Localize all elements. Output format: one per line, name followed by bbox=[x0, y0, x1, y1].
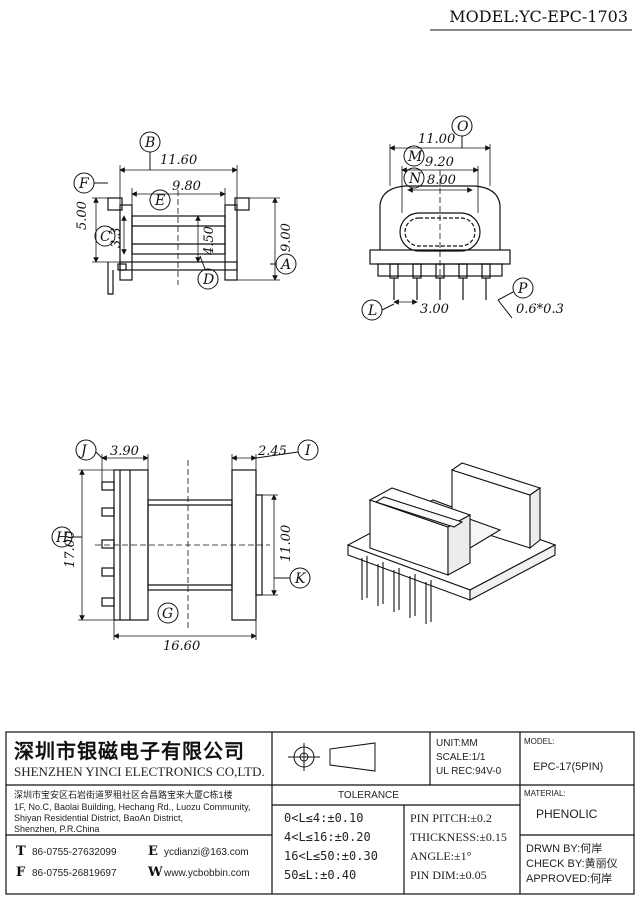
dim-c: 3.3 bbox=[109, 227, 124, 248]
address-en-1: 1F, No.C, Baolai Building, Hechang Rd., … bbox=[14, 802, 250, 812]
dim-e: 9.80 bbox=[172, 179, 201, 194]
bubble-j: J bbox=[78, 443, 88, 459]
front-bubbles bbox=[73, 131, 297, 290]
ul-label: UL REC:94V-0 bbox=[436, 766, 502, 777]
bubble-f: F bbox=[78, 176, 90, 192]
bubble-k: K bbox=[294, 571, 307, 587]
spec-pin-dim: PIN DIM:±0.05 bbox=[410, 868, 487, 882]
fax-value: 86-0755-26819697 bbox=[32, 868, 117, 879]
address-en-3: Shenzhen, P.R.China bbox=[14, 824, 99, 834]
dim-b: 11.60 bbox=[160, 153, 197, 168]
bubble-i: I bbox=[304, 443, 311, 459]
email-key: E bbox=[148, 844, 158, 859]
dim-l: 3.00 bbox=[420, 302, 449, 317]
bubble-l: L bbox=[367, 303, 377, 319]
material-value: PHENOLIC bbox=[536, 807, 598, 821]
company-name-cn: 深圳市银磁电子有限公司 bbox=[14, 739, 245, 763]
bubble-o: O bbox=[457, 119, 469, 135]
tolerance-4: 50≤L:±0.40 bbox=[284, 868, 356, 882]
dim-f: 5.00 bbox=[75, 201, 90, 230]
address-cn: 深圳市宝安区石岩街道罗租社区合昌路宝来大厦C栋1楼 bbox=[14, 789, 233, 800]
dim-a: 9.00 bbox=[279, 223, 294, 252]
dim-o: 11.00 bbox=[418, 132, 455, 147]
side-bubbles bbox=[361, 115, 534, 321]
model-value: EPC-17(5PIN) bbox=[533, 761, 603, 773]
bubble-p: P bbox=[517, 281, 528, 297]
model-label: MODEL: bbox=[524, 737, 555, 746]
bubble-m: M bbox=[407, 149, 423, 165]
model-header: MODEL:YC-EPC-1703 bbox=[449, 7, 628, 26]
side-view-dimensions bbox=[389, 144, 491, 305]
bubble-e: E bbox=[154, 193, 165, 209]
dim-h: 17.00 bbox=[63, 531, 78, 568]
isometric-view bbox=[346, 462, 557, 624]
address-en-2: Shiyan Residential District, BaoAn Distr… bbox=[14, 813, 183, 823]
bubble-d: D bbox=[202, 272, 214, 288]
company-name-en: SHENZHEN YINCI ELECTRONICS CO,LTD. bbox=[14, 764, 265, 779]
tolerance-2: 4<L≤16:±0.20 bbox=[284, 830, 371, 844]
tolerance-1: 0<L≤4:±0.10 bbox=[284, 811, 363, 825]
projection-symbol-icon bbox=[288, 742, 376, 772]
dim-d: 4.50 bbox=[202, 226, 217, 256]
bubble-b: B bbox=[144, 135, 155, 151]
tolerance-3: 16<L≤50:±0.30 bbox=[284, 849, 378, 863]
bubble-h: H bbox=[55, 530, 69, 546]
phone-key: T bbox=[16, 844, 26, 859]
front-view bbox=[107, 190, 250, 295]
bubble-g: G bbox=[162, 606, 173, 622]
bubble-c: C bbox=[100, 229, 111, 245]
tolerance-title: TOLERANCE bbox=[338, 790, 399, 801]
approved-by: APPROVED:何岸 bbox=[526, 872, 612, 885]
spec-pin-pitch: PIN PITCH:±0.2 bbox=[410, 811, 492, 825]
front-view-dimensions bbox=[92, 165, 280, 281]
bubble-n: N bbox=[408, 171, 422, 187]
dim-i: 2.45 bbox=[257, 444, 287, 459]
dim-g: 16.60 bbox=[163, 639, 200, 654]
drawn-by: DRWN BY:何岸 bbox=[526, 842, 602, 855]
material-label: MATERIAL: bbox=[524, 789, 566, 798]
dim-n: 8.00 bbox=[427, 173, 456, 188]
phone-value: 86-0755-27632099 bbox=[32, 847, 117, 858]
bubble-a: A bbox=[279, 257, 291, 273]
scale-label: SCALE:1/1 bbox=[436, 752, 486, 763]
dim-k: 11.00 bbox=[279, 525, 294, 562]
unit-label: UNIT:MM bbox=[436, 738, 478, 749]
spec-thickness: THICKNESS:±0.15 bbox=[410, 830, 507, 844]
bottom-view bbox=[95, 460, 270, 630]
fax-key: F bbox=[16, 865, 26, 880]
dim-m: 9.20 bbox=[425, 155, 454, 170]
spec-angle: ANGLE:±1° bbox=[410, 849, 472, 863]
website-key: W bbox=[147, 865, 163, 880]
check-by: CHECK BY:黄丽仪 bbox=[526, 856, 618, 870]
dim-j: 3.90 bbox=[110, 444, 139, 459]
side-view bbox=[369, 170, 511, 300]
dim-p: 0.6*0.3 bbox=[516, 302, 564, 317]
website-value: www.ycbobbin.com bbox=[163, 868, 250, 879]
title-block-frame bbox=[5, 731, 635, 895]
email-value: ycdianzi@163.com bbox=[164, 847, 249, 858]
bottom-bubbles bbox=[51, 439, 319, 624]
